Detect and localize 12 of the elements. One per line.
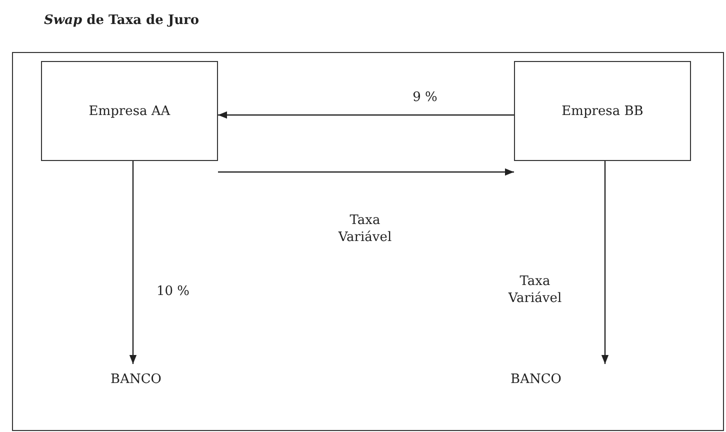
node-label: Empresa AA <box>88 104 170 118</box>
entity-box <box>514 61 691 161</box>
entity-box <box>41 61 218 161</box>
arrow <box>129 161 137 364</box>
node-label: Empresa BB <box>562 104 644 118</box>
diagram-title: Swap de Taxa de Juro <box>44 13 200 28</box>
arrow <box>218 168 514 176</box>
frame-box <box>12 52 724 431</box>
node-label: BANCO <box>101 367 171 391</box>
node-label: BANCO <box>501 367 571 391</box>
arrow <box>601 161 609 364</box>
arrow <box>218 111 514 119</box>
